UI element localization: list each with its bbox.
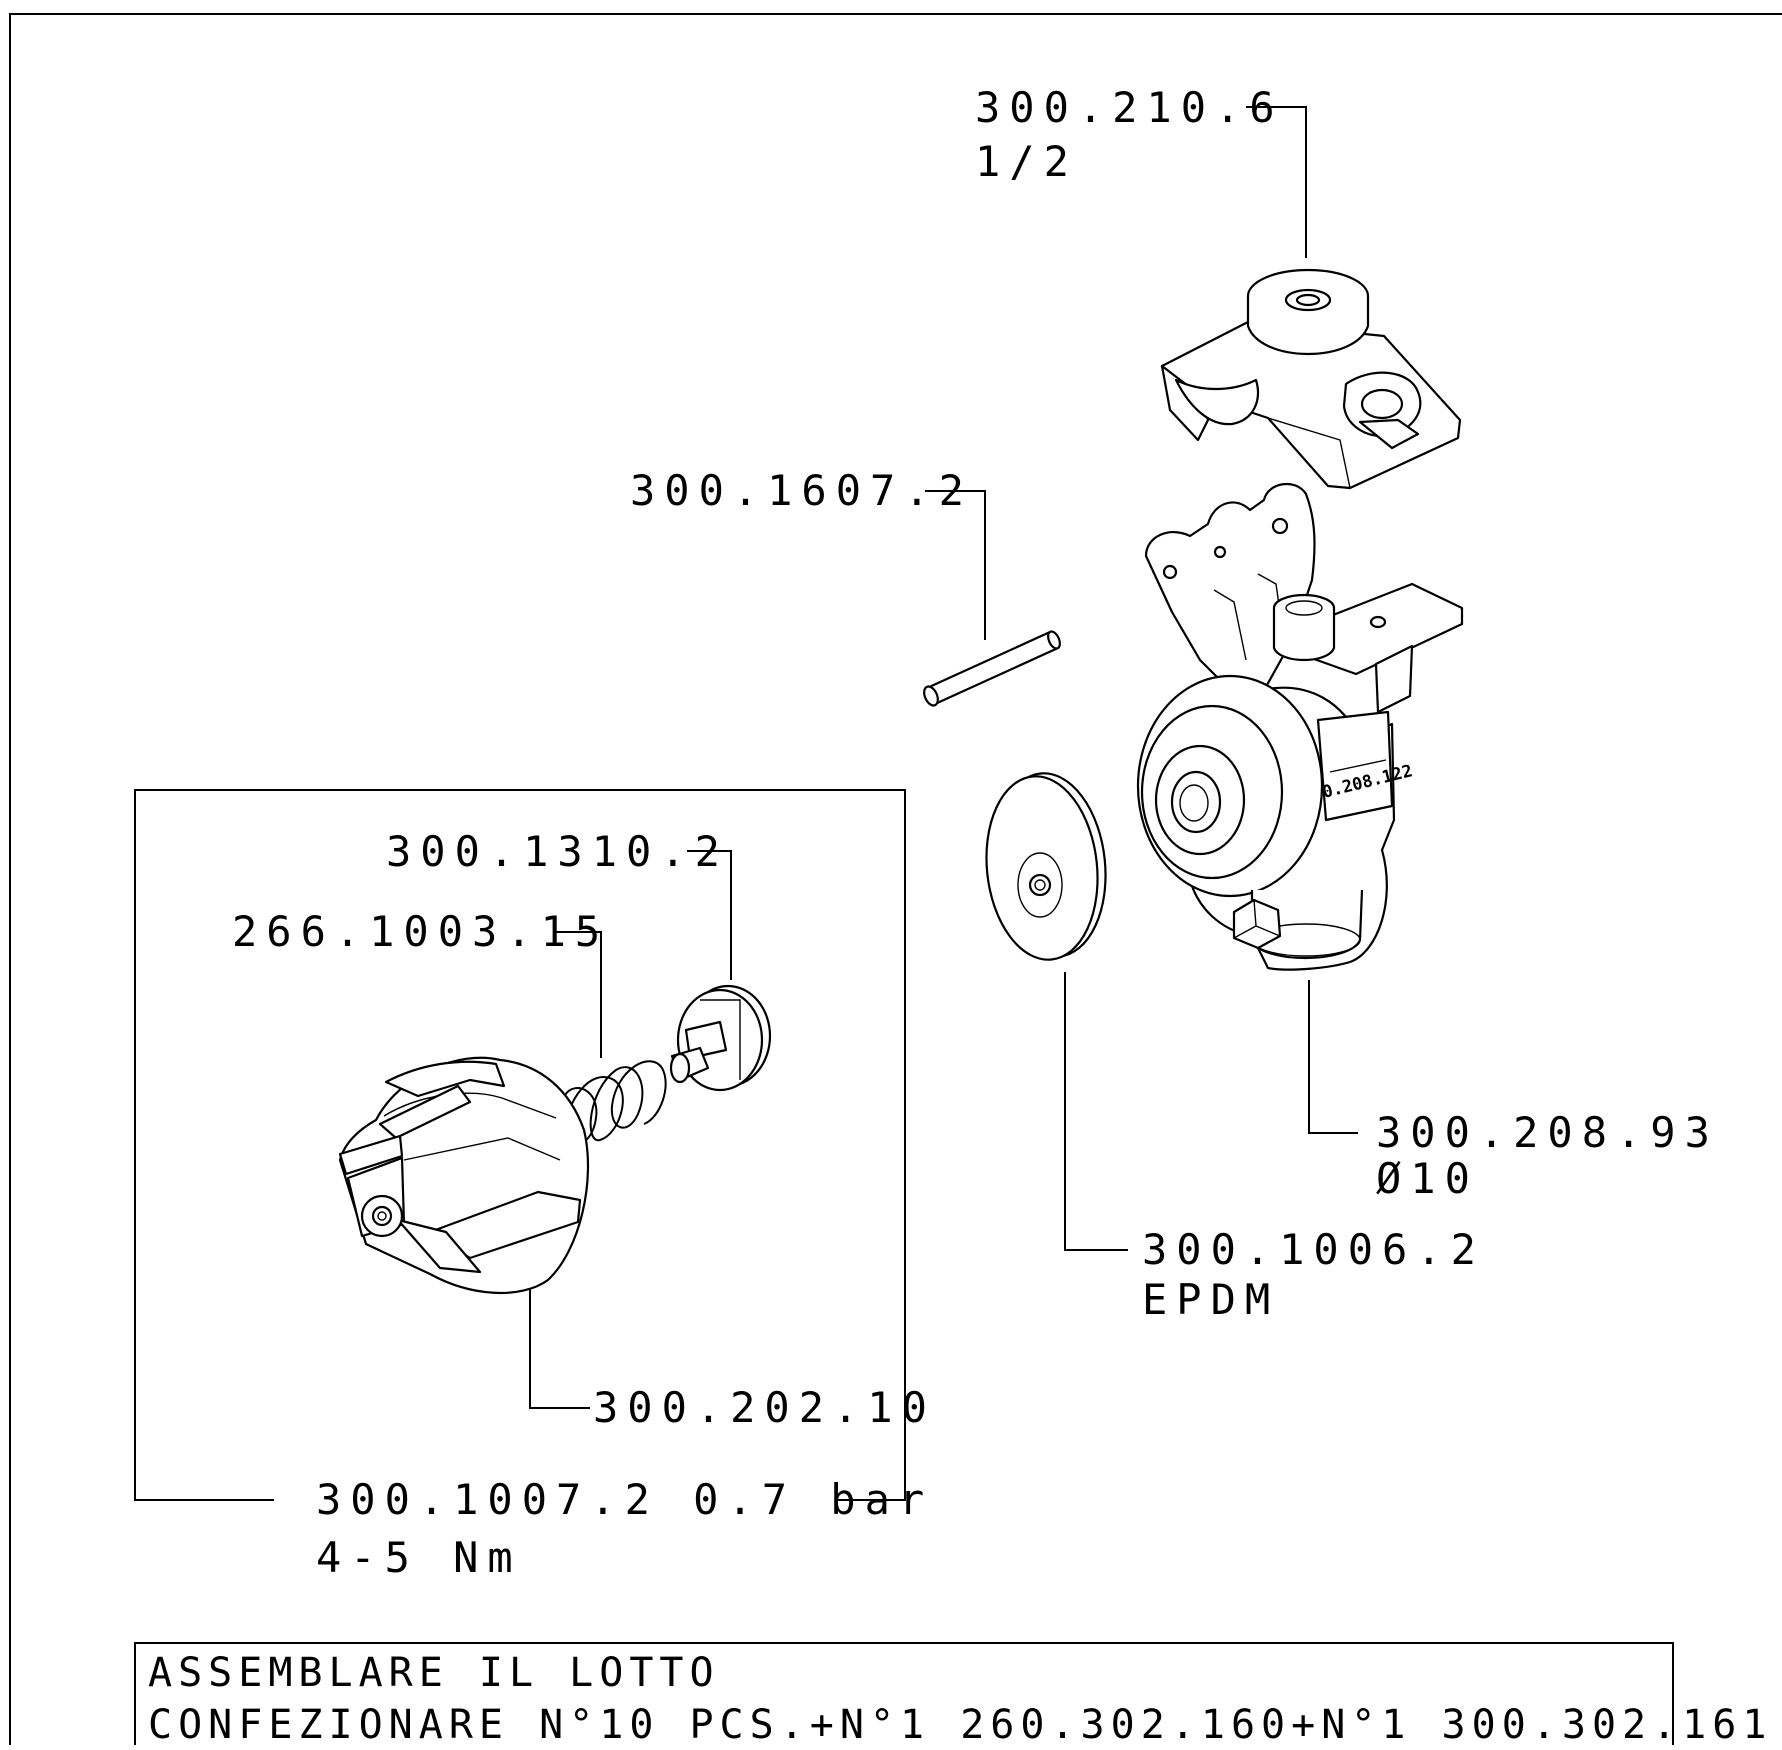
label-body-spec: Ø10 bbox=[1376, 1154, 1479, 1203]
ball-seat-part bbox=[669, 984, 772, 1092]
note-line-2: CONFEZIONARE N°10 PCS.+N°1 260.302.160+N… bbox=[148, 1702, 1772, 1745]
label-ball-seat-code: 300.1310.2 bbox=[386, 827, 729, 876]
top-clamp-part bbox=[1160, 268, 1462, 490]
cap-part bbox=[338, 1056, 590, 1295]
valve-kit-box bbox=[134, 789, 906, 1501]
leader-spring bbox=[556, 931, 602, 1058]
label-pin-code: 300.1607.2 bbox=[630, 466, 973, 515]
label-body-code: 300.208.93 bbox=[1376, 1108, 1719, 1157]
label-clamp-top-spec: 1/2 bbox=[975, 137, 1078, 186]
sheet-frame bbox=[9, 13, 1782, 1745]
pin-part bbox=[923, 630, 1061, 707]
label-spring-code: 266.1003.15 bbox=[232, 907, 609, 956]
label-diaphragm-code: 300.1006.2 bbox=[1142, 1225, 1485, 1274]
label-diaphragm-spec: EPDM bbox=[1142, 1275, 1279, 1324]
note-line-1: ASSEMBLARE IL LOTTO bbox=[148, 1650, 720, 1696]
leader-pin bbox=[925, 490, 986, 640]
leader-ball-seat bbox=[687, 850, 732, 980]
label-cap-code: 300.202.10 bbox=[593, 1383, 936, 1432]
label-clamp-top-code: 300.210.6 bbox=[975, 83, 1284, 132]
label-valve-kit-spec: 4-5 Nm bbox=[316, 1533, 522, 1582]
diaphragm-part bbox=[985, 772, 1107, 961]
leader-body bbox=[1308, 980, 1358, 1134]
label-valve-kit-code: 300.1007.2 0.7 bar bbox=[316, 1475, 933, 1524]
leader-clamp-top bbox=[1246, 106, 1307, 258]
leader-cap bbox=[529, 1272, 590, 1409]
note-box bbox=[134, 1642, 1674, 1745]
nozzle-body-part bbox=[1136, 482, 1464, 971]
leader-diaphragm bbox=[1064, 972, 1128, 1251]
